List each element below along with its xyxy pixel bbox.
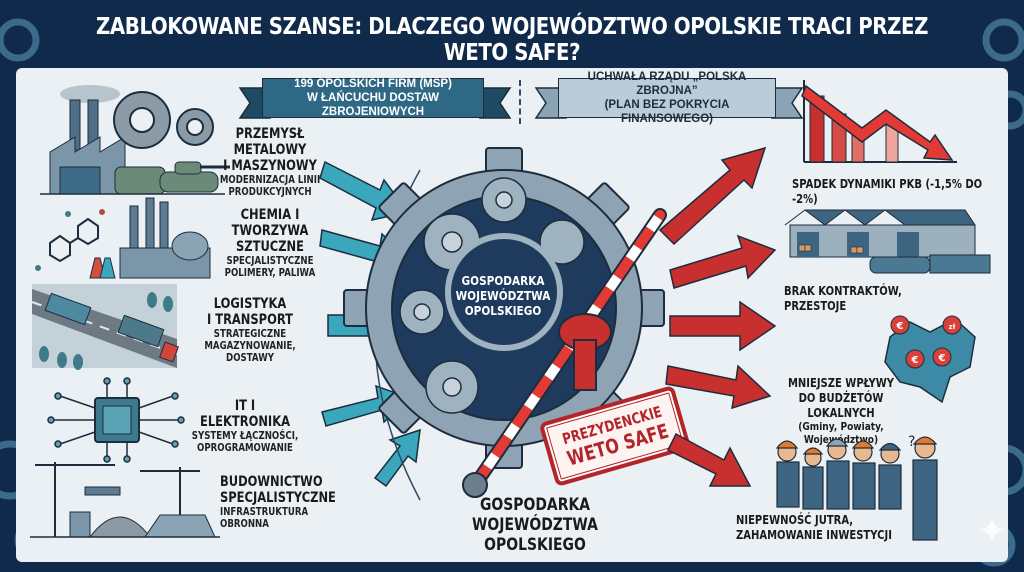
ribbon-left-line2: W ŁAŃCUCHU DOSTAW ZBROJENIOWYCH — [306, 92, 440, 118]
sector-specialist-construction: BUDOWNICTWO SPECJALISTYCZNE INFRASTRUKTU… — [220, 474, 340, 530]
ribbon-right-line2: (PLAN BEZ POKRYCIA FINANSOWEGO) — [604, 99, 730, 125]
sector-title-line1: CHEMIA I TWORZYWA — [231, 207, 309, 239]
red-arrow-3 — [669, 300, 777, 352]
ribbon-left-line1: 199 OPOLSKICH FIRM (MSP) — [294, 78, 452, 90]
sector-title-line1: LOGISTYKA — [213, 296, 287, 312]
impact-line1: MNIEJSZE WPŁYWY — [787, 375, 895, 390]
sector-logistics-transport: LOGISTYKA I TRANSPORT STRATEGICZNE MAGAZ… — [170, 296, 330, 364]
impact-line1: BRAK KONTRAKTÓW, PRZESTOJE — [784, 283, 902, 313]
economy-caption: GOSPODARKA WOJEWÓDZTWA OPOLSKIEGO — [433, 495, 638, 555]
gear-label-line2: WOJEWÓDZTWA — [455, 288, 551, 303]
gear-center-label: GOSPODARKA WOJEWÓDZTWA OPOLSKIEGO — [455, 273, 551, 318]
sector-desc-line2: POLIMERY, PALIWA — [224, 267, 316, 279]
sector-desc-line2: OBRONNA — [220, 518, 269, 530]
map-marker-4: € — [938, 353, 946, 364]
impact-no-contracts: BRAK KONTRAKTÓW, PRZESTOJE — [784, 283, 1004, 313]
sector-it-electronics: IT I ELEKTRONIKA SYSTEMY ŁĄCZNOŚCI, OPRO… — [180, 398, 310, 454]
output-arrows — [658, 146, 777, 487]
impact-line1: SPADEK DYNAMIKI PKB (-1,5% DO -2%) — [792, 176, 983, 206]
map-marker-3: € — [911, 355, 919, 366]
gear-label-line3: OPOLSKIEGO — [464, 303, 542, 318]
teal-arrow-5 — [373, 428, 421, 488]
impact-line2: ZAHAMOWANIE INWESTYCJI — [736, 527, 892, 542]
warehouse-train-icon — [784, 209, 991, 274]
sector-title-line1: BUDOWNICTWO — [220, 474, 323, 490]
map-marker-2: zł — [949, 323, 956, 331]
sector-desc-line2: OPROGRAMOWANIE — [197, 442, 293, 454]
map-marker-1: € — [896, 321, 904, 332]
red-arrow-2 — [669, 234, 777, 289]
sector-desc-line2: MAGAZYNOWANIE, DOSTAWY — [204, 340, 296, 364]
sector-desc-line1: INFRASTRUKTURA — [220, 506, 309, 518]
sector-desc-line1: SPECJALISTYCZNE — [226, 255, 314, 267]
workers-group-icon: ? — [775, 434, 938, 541]
sector-title-line1: PRZEMYSŁ METALOWY — [233, 126, 307, 158]
trucks-road-icon — [31, 284, 179, 370]
sector-metal-machinery: PRZEMYSŁ METALOWY I MASZYNOWY MODERNIZAC… — [195, 126, 345, 198]
gear-label-line1: GOSPODARKA — [461, 273, 545, 288]
sector-desc-line1: MODERNIZACJA LINII — [219, 174, 321, 186]
red-arrow-1 — [658, 146, 767, 246]
declining-chart-icon — [801, 80, 957, 163]
ribbon-right-line1: UCHWAŁA RZĄDU „POLSKA ZBROJNA” — [587, 71, 747, 97]
barrier-arm-icon — [462, 208, 667, 498]
sector-title-line2: SPECJALISTYCZNE — [220, 490, 336, 506]
chemistry-plant-icon — [35, 197, 211, 279]
ribbon-divider — [519, 80, 521, 124]
impact-uncertainty: NIEPEWNOŚĆ JUTRA, ZAHAMOWANIE INWESTYCJI — [736, 512, 936, 542]
construction-cranes-icon — [30, 462, 220, 538]
sector-title-line2: SZTUCZNE — [236, 239, 304, 255]
sector-desc-line1: SYSTEMY ŁĄCZNOŚCI, — [191, 430, 299, 442]
stamp-handle-icon — [558, 313, 612, 391]
ribbon-government-resolution: UCHWAŁA RZĄDU „POLSKA ZBROJNA” (PLAN BEZ… — [534, 71, 804, 125]
sector-title-line1: IT I ELEKTRONIKA — [200, 398, 290, 430]
impact-line2: DO BUDŻETÓW LOKALNYCH — [798, 390, 884, 420]
impact-gdp-decline: SPADEK DYNAMIKI PKB (-1,5% DO -2%) — [792, 176, 1024, 206]
sector-chemistry-plastics: CHEMIA I TWORZYWA SZTUCZNE SPECJALISTYCZ… — [195, 207, 345, 279]
sector-title-line2: I TRANSPORT — [206, 312, 294, 328]
region-map-icon: € zł € € — [884, 315, 976, 404]
sparkle-icon — [980, 518, 1004, 542]
question-mark-icon: ? — [908, 434, 915, 450]
ribbon-msp-firms: 199 OPOLSKICH FIRM (MSP) W ŁAŃCUCHU DOST… — [238, 78, 512, 119]
sector-title-line2: I MASZYNOWY — [223, 158, 317, 174]
economy-caption-line2: WOJEWÓDZTWA OPOLSKIEGO — [472, 515, 598, 555]
sector-desc-line1: STRATEGICZNE — [213, 328, 287, 340]
page-title: Zablokowane szanse: Dlaczego Województwo… — [96, 14, 928, 66]
red-arrow-4 — [665, 364, 772, 410]
economy-caption-line1: GOSPODARKA — [479, 495, 591, 515]
impact-local-budgets: MNIEJSZE WPŁYWY DO BUDŻETÓW LOKALNYCH (G… — [756, 375, 926, 446]
factory-tank-icon — [40, 85, 230, 195]
impact-line1: NIEPEWNOŚĆ JUTRA, — [736, 512, 854, 527]
sector-desc-line2: PRODUKCYJNYCH — [228, 186, 312, 198]
microchip-icon — [47, 377, 185, 463]
red-arrow-5 — [666, 432, 752, 487]
